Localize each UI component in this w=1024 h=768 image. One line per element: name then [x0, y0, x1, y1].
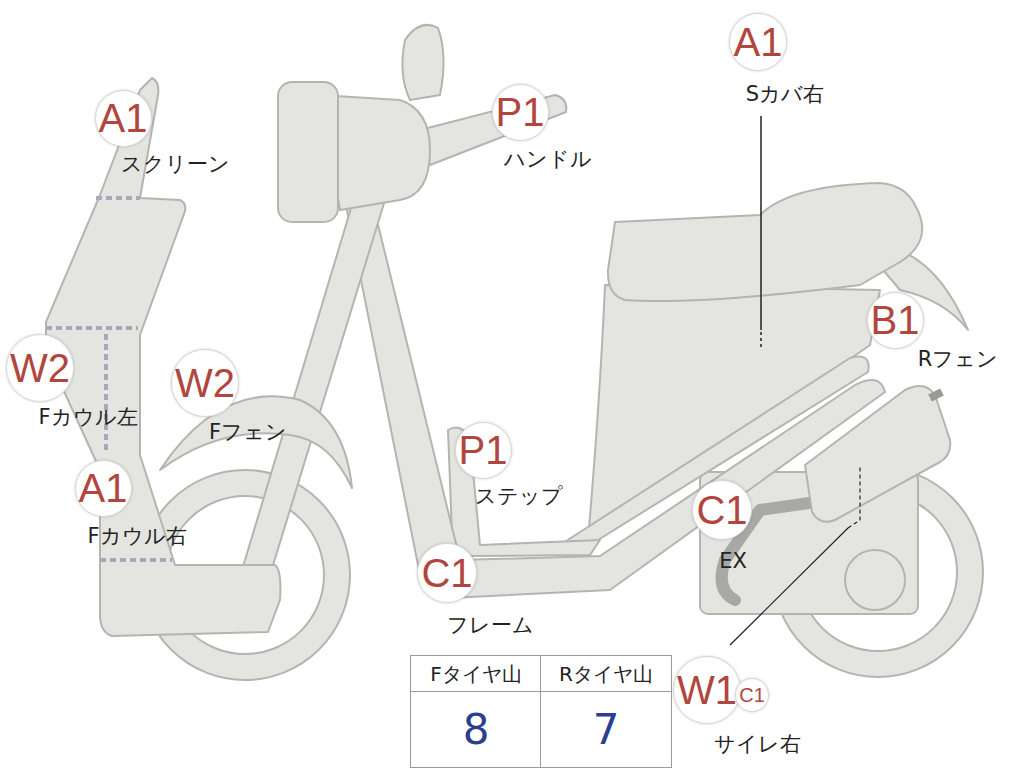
table-header: Rタイヤ山 [559, 664, 653, 684]
tread-depth: 8 [463, 709, 490, 751]
callout-circle: W1サイレ右 [673, 656, 741, 724]
callout-circle: C1フレーム [417, 543, 477, 603]
tread-depth: 7 [593, 709, 620, 751]
part-name: Fフェン [209, 421, 287, 444]
callout-circle: A1Fカウル右 [75, 460, 132, 517]
front-fork [242, 195, 385, 575]
callout-code: C1 [696, 490, 747, 530]
table-header: Fタイヤ山 [430, 664, 522, 684]
part-name: Fカウル右 [87, 525, 186, 548]
side-rail [560, 357, 869, 545]
floor-step [448, 428, 600, 556]
part-name: Fカウル左 [38, 406, 137, 429]
part-name: フレーム [447, 614, 534, 637]
leader-line [760, 332, 762, 348]
leader-line [848, 466, 860, 528]
callout-code: A1 [734, 22, 783, 62]
callout-code: C1 [421, 553, 472, 593]
callout-circle: P1ハンドル [492, 84, 549, 141]
part-border [46, 326, 138, 330]
table-cell: Rタイヤ山 [540, 655, 672, 693]
leader-line [760, 116, 762, 330]
leader-line [730, 528, 848, 645]
callout-code: P1 [496, 92, 545, 132]
frame [345, 200, 885, 598]
callout-circle: A1スクリーン [95, 90, 152, 147]
callout-circle: B1Rフェン [867, 292, 924, 349]
part-name: ステップ [475, 485, 563, 508]
part-border [100, 558, 172, 562]
callout-code: C1 [739, 685, 765, 705]
callout-circle: W2Fフェン [171, 349, 239, 417]
callout-code: W1 [677, 670, 737, 710]
callout-code: W2 [175, 363, 235, 403]
muffler-tip [930, 392, 942, 398]
part-border [96, 196, 140, 200]
callout-code: B1 [871, 300, 920, 340]
callout-circle: W2Fカウル左 [6, 334, 74, 402]
callout-circle: C1EX [692, 480, 752, 540]
part-name: Rフェン [918, 348, 999, 371]
callout-code: A1 [79, 468, 128, 508]
callout-circle: C1 [735, 678, 769, 712]
seat [608, 183, 922, 301]
callout-code: P1 [459, 430, 508, 470]
table-cell: Fタイヤ山 [410, 655, 542, 693]
table-cell: 7 [540, 691, 672, 768]
callout-circle: A1Sカバ右 [729, 13, 787, 71]
front-cowl [46, 78, 280, 636]
callout-code: W2 [10, 348, 70, 388]
part-border [104, 334, 108, 452]
part-name: サイレ右 [714, 733, 801, 756]
callout-circle: P1ステップ [455, 422, 512, 479]
part-name: Sカバ右 [746, 83, 824, 106]
part-name: スクリーン [121, 153, 230, 176]
mirror [402, 25, 443, 100]
callout-code: A1 [99, 98, 148, 138]
rear-hub [845, 550, 905, 610]
headlight [278, 82, 338, 222]
table-cell: 8 [410, 691, 542, 768]
part-name: EX [719, 550, 747, 573]
part-name: ハンドル [504, 148, 592, 171]
